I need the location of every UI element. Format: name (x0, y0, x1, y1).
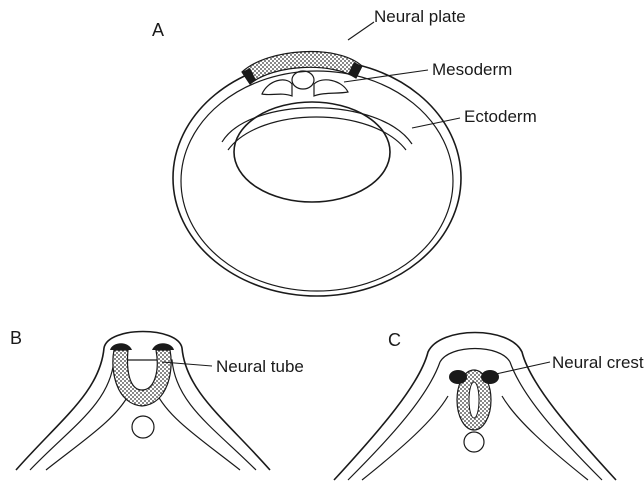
neural-fold-right-b (152, 343, 174, 350)
panel-a: A Neural plate Mesoderm Ectoderm (152, 7, 537, 296)
neural-crest-right (481, 370, 499, 384)
ectoderm-label: Ectoderm (464, 107, 537, 126)
neural-tube-label: Neural tube (216, 357, 304, 376)
neural-plate-label: Neural plate (374, 7, 466, 26)
neural-fold-left-b (110, 343, 132, 350)
panel-c: C Neural crest (334, 330, 644, 480)
panel-a-letter: A (152, 20, 164, 40)
neural-plate-leader (348, 22, 374, 40)
neural-crest-leader (496, 362, 550, 374)
mesoderm-label: Mesoderm (432, 60, 512, 79)
body-inner-b (30, 360, 256, 470)
neural-crest-label: Neural crest (552, 353, 644, 372)
notochord-c (464, 432, 484, 452)
neural-plate-band (242, 52, 362, 84)
ectoderm-arch-inner (228, 117, 406, 150)
panel-c-letter: C (388, 330, 401, 350)
panel-b-letter: B (10, 328, 22, 348)
panel-b: B Neural tube (10, 328, 304, 470)
neural-canal-c (469, 382, 479, 418)
notochord-b (132, 416, 154, 438)
mesoderm-left (262, 80, 292, 96)
ectoderm-arch (222, 108, 412, 144)
mesoderm-right (314, 80, 348, 96)
notochord-a (292, 71, 314, 89)
embryo-inner-layer (181, 71, 453, 291)
neural-tube-b (113, 350, 171, 406)
ectoderm-leader (412, 118, 460, 128)
neural-crest-left (449, 370, 467, 384)
